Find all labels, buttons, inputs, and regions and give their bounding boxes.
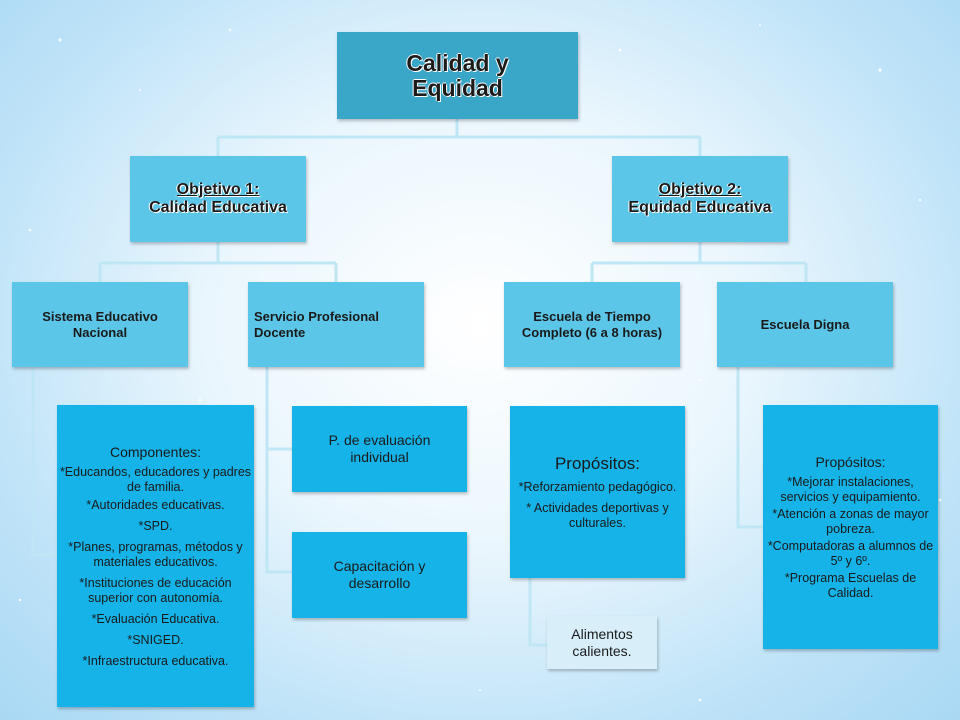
- propositos-digna-item: *Computadoras a alumnos de 5º y 6º.: [767, 538, 934, 568]
- evaluacion-individual-label: P. de evaluación individual: [328, 432, 431, 465]
- evaluacion-individual-box: P. de evaluación individual: [292, 406, 467, 492]
- componentes-item: *Instituciones de educación superior con…: [79, 575, 232, 605]
- propositos-digna-item: *Mejorar instalaciones, servicios y equi…: [780, 474, 921, 504]
- componentes-box: Componentes: *Educandos, educadores y pa…: [57, 405, 254, 707]
- objective-1-line1: Objetivo 1:: [176, 181, 260, 198]
- objective-1-line2: Calidad Educativa: [149, 199, 287, 216]
- propositos-digna-title: Propósitos:: [815, 453, 886, 470]
- objective-2-line2: Equidad Educativa: [628, 199, 772, 216]
- escuela-digna-box: Escuela Digna: [717, 282, 893, 367]
- componentes-item: *SPD.: [138, 518, 173, 533]
- alimentos-calientes-label: Alimentos calientes.: [571, 625, 633, 659]
- objective-1-box: Objetivo 1: Calidad Educativa: [130, 156, 306, 242]
- sistema-educativo-label: Sistema Educativo Nacional: [42, 308, 158, 340]
- componentes-item: *Infraestructura educativa.: [82, 653, 229, 668]
- capacitacion-label: Capacitación y desarrollo: [333, 558, 426, 591]
- componentes-item: *Educandos, educadores y padres de famil…: [59, 464, 252, 494]
- propositos-digna-item: *Programa Escuelas de Calidad.: [784, 570, 917, 600]
- propositos-tiempo-box: Propósitos: *Reforzamiento pedagógico. *…: [510, 406, 685, 578]
- escuela-tiempo-completo-label: Escuela de Tiempo Completo (6 a 8 horas): [521, 308, 663, 340]
- root-line2: Equidad: [412, 74, 503, 101]
- escuela-tiempo-completo-box: Escuela de Tiempo Completo (6 a 8 horas): [504, 282, 680, 367]
- componentes-item: *Planes, programas, métodos y materiales…: [68, 539, 243, 569]
- servicio-profesional-box: Servicio Profesional Docente: [248, 282, 424, 367]
- sistema-educativo-box: Sistema Educativo Nacional: [12, 282, 188, 367]
- root-line1: Calidad y: [406, 49, 509, 76]
- componentes-item: *Autoridades educativas.: [86, 497, 225, 512]
- componentes-item: *SNIGED.: [127, 632, 184, 647]
- servicio-profesional-label: Servicio Profesional Docente: [254, 308, 379, 340]
- propositos-tiempo-title: Propósitos:: [554, 453, 641, 473]
- alimentos-calientes-box: Alimentos calientes.: [547, 616, 657, 669]
- componentes-title: Componentes:: [109, 443, 202, 460]
- objective-2-line1: Objetivo 2:: [658, 181, 742, 198]
- root-calidad-equidad: Calidad y Equidad: [337, 32, 578, 119]
- propositos-tiempo-item: *Reforzamiento pedagógico.: [518, 479, 677, 494]
- propositos-digna-box: Propósitos: *Mejorar instalaciones, serv…: [763, 405, 938, 649]
- escuela-digna-label: Escuela Digna: [760, 316, 850, 332]
- capacitacion-box: Capacitación y desarrollo: [292, 532, 467, 618]
- componentes-item: *Evaluación Educativa.: [91, 611, 220, 626]
- objective-2-box: Objetivo 2: Equidad Educativa: [612, 156, 788, 242]
- propositos-tiempo-item: * Actividades deportivas y culturales.: [526, 500, 669, 530]
- propositos-digna-item: *Atención a zonas de mayor pobreza.: [772, 506, 929, 536]
